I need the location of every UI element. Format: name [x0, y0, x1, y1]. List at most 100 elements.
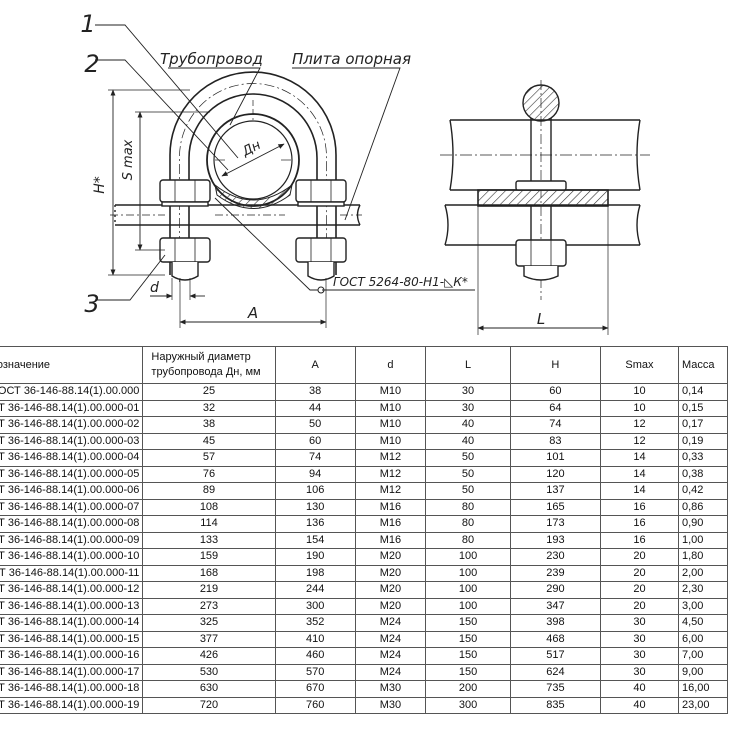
cell-designation: ОСТ 36-146-88.14(1).00.000-19 [0, 696, 144, 714]
cell-d: M10 [354, 416, 427, 434]
cell-mass: 0,86 [677, 498, 729, 516]
col-h: H [509, 346, 601, 384]
cell-outer-diameter: 325 [142, 614, 276, 632]
cell-designation: ОСТ 36-146-88.14(1).00.000-09 [0, 531, 144, 549]
cell-a: 136 [274, 515, 356, 533]
cell-a: 300 [274, 597, 356, 615]
cell-l: 100 [425, 581, 511, 599]
cell-mass: 1,00 [677, 531, 729, 549]
cell-l: 50 [425, 482, 511, 500]
label-weld-note: ГОСТ 5264-80-Н1-◺К* [333, 275, 468, 289]
cell-h: 173 [509, 515, 601, 533]
cell-h: 60 [509, 383, 601, 401]
cell-designation: ОСТ 36-146-88.14(1).00.000-05 [0, 465, 144, 483]
cell-a: 60 [274, 432, 356, 450]
cell-designation: ОСТ 36-146-88.14(1).00.000-13 [0, 597, 144, 615]
col-smax: Smax [599, 346, 679, 384]
nut-bottom-left [159, 237, 211, 281]
cell-outer-diameter: 630 [142, 680, 276, 698]
front-view [95, 24, 475, 328]
cell-l: 30 [425, 383, 511, 401]
base-plate-front [110, 204, 362, 226]
cell-smax: 20 [599, 548, 679, 566]
cell-d: M20 [354, 581, 427, 599]
col-designation: Обозначение [0, 346, 144, 384]
cell-d: M30 [354, 680, 427, 698]
cell-outer-diameter: 114 [142, 515, 276, 533]
cell-d: M16 [354, 515, 427, 533]
cell-outer-diameter: 530 [142, 663, 276, 681]
cell-outer-diameter: 45 [142, 432, 276, 450]
cell-designation: ОСТ 36-146-88.14(1).00.000-17 [0, 663, 144, 681]
cell-d: M16 [354, 498, 427, 516]
table-row: ОСТ 36-146-88.14(1).00.000-034560M104083… [0, 432, 729, 450]
cell-l: 50 [425, 449, 511, 467]
cell-l: 150 [425, 614, 511, 632]
cell-d: M20 [354, 548, 427, 566]
table-row: ОСТ 36-146-88.14(1).00.000-12219244M2010… [0, 581, 729, 599]
cell-d: M20 [354, 597, 427, 615]
cell-d: M12 [354, 482, 427, 500]
washer-left [161, 201, 209, 207]
cell-outer-diameter: 38 [142, 416, 276, 434]
pipe [206, 100, 300, 209]
cell-designation: ОСТ 36-146-88.14(1).00.000-16 [0, 647, 144, 665]
table-row: ОСТ 36-146-88.14(1).00.000-17530570M2415… [0, 663, 729, 681]
table-row: ОСТ 36-146-88.14(1).00.000-09133154M1680… [0, 531, 729, 549]
table-row: ОСТ 36-146-88.14(1).00.000-045774M125010… [0, 449, 729, 467]
nut-top-right [295, 179, 347, 203]
table-row: ОСТ 36-146-88.14(1).00.000-14325352M2415… [0, 614, 729, 632]
cell-mass: 0,42 [677, 482, 729, 500]
cell-outer-diameter: 108 [142, 498, 276, 516]
cell-l: 40 [425, 432, 511, 450]
table-row: ОСТ 36-146-88.14(1).00.000-15377410M2415… [0, 630, 729, 648]
cell-designation: ОСТ 36-146-88.14(1).00.000-11 [0, 564, 144, 582]
cell-designation: ОСТ 36-146-88.14(1).00.000-04 [0, 449, 144, 467]
label-a: A [247, 304, 258, 322]
cell-designation: ОСТ 36-146-88.14(1).00.000-10 [0, 548, 144, 566]
cell-a: 244 [274, 581, 356, 599]
cell-h: 101 [509, 449, 601, 467]
cell-h: 735 [509, 680, 601, 698]
cell-d: M12 [354, 465, 427, 483]
table-row: ОСТ 36-146-88.14(1).00.000-16426460M2415… [0, 647, 729, 665]
cell-smax: 20 [599, 597, 679, 615]
cell-smax: 12 [599, 416, 679, 434]
cell-designation: ОСТ 36-146-88.14(1).00.000-06 [0, 482, 144, 500]
cell-mass: 16,00 [677, 680, 729, 698]
cell-h: 398 [509, 614, 601, 632]
cell-l: 150 [425, 630, 511, 648]
cell-a: 460 [274, 647, 356, 665]
cell-a: 38 [274, 383, 356, 401]
cell-h: 468 [509, 630, 601, 648]
cell-a: 106 [274, 482, 356, 500]
col-a: A [274, 346, 356, 384]
cell-a: 760 [274, 696, 356, 714]
cell-h: 193 [509, 531, 601, 549]
base-plate-side [444, 189, 641, 246]
cell-outer-diameter: 159 [142, 548, 276, 566]
cell-smax: 14 [599, 482, 679, 500]
cell-h: 165 [509, 498, 601, 516]
cell-mass: 0,15 [677, 399, 729, 417]
table-row: ОСТ 36-146-88.14(1).00.000-08114136M1680… [0, 515, 729, 533]
callout-3: 3 [84, 290, 99, 318]
cell-l: 150 [425, 663, 511, 681]
cell-a: 74 [274, 449, 356, 467]
cell-smax: 20 [599, 581, 679, 599]
cell-d: M24 [354, 630, 427, 648]
col-mass: Масса [677, 346, 729, 384]
col-outer-diameter: Наружный диаметр трубопровода Дн, мм [142, 346, 276, 384]
cell-mass: 7,00 [677, 647, 729, 665]
cell-mass: 0,17 [677, 416, 729, 434]
cell-smax: 30 [599, 663, 679, 681]
cell-smax: 40 [599, 696, 679, 714]
cell-l: 100 [425, 548, 511, 566]
cell-outer-diameter: 32 [142, 399, 276, 417]
cell-l: 50 [425, 465, 511, 483]
cell-l: 150 [425, 647, 511, 665]
label-base-plate: Плита опорная [292, 50, 411, 68]
cell-a: 94 [274, 465, 356, 483]
cell-h: 517 [509, 647, 601, 665]
cell-smax: 16 [599, 531, 679, 549]
